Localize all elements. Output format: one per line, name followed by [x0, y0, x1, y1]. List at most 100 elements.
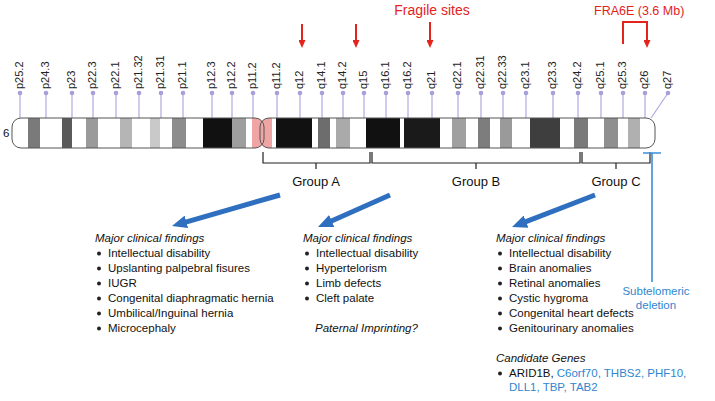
band-label: p23: [65, 71, 78, 89]
band: [28, 116, 40, 150]
finding-item: Cleft palate: [316, 291, 374, 305]
band-tick: [525, 93, 526, 118]
band-tick: [182, 93, 183, 118]
band: [500, 116, 512, 150]
band-tick-dot: [362, 91, 367, 96]
bullet-dot: [498, 372, 502, 376]
band-label: q22.31: [474, 55, 487, 89]
band-tick: [431, 93, 432, 118]
band: [336, 116, 350, 150]
band-label: p12.2: [225, 61, 238, 89]
band-tick: [321, 93, 322, 118]
band-tick: [92, 93, 93, 118]
fragile-site-arrow: [429, 22, 431, 42]
band-tick-dot: [320, 91, 325, 96]
band-tick-dot: [44, 91, 49, 96]
band: [120, 116, 132, 150]
band-label: p22.1: [109, 61, 122, 89]
band-label: q12: [293, 71, 306, 89]
finding-item: Congenital diaphragmatic hernia: [108, 291, 274, 305]
band-tick: [363, 93, 364, 118]
note-italic: Paternal Imprinting?: [315, 321, 418, 335]
fragile-site-arrow: [301, 24, 303, 42]
band-tick-dot: [406, 91, 411, 96]
chromosome-number: 6: [3, 126, 9, 140]
bullet-dot: [97, 327, 101, 331]
bullet-dot: [498, 312, 502, 316]
finding-item: IUGR: [108, 276, 137, 290]
band-label: p21.1: [176, 61, 189, 89]
bullet-dot: [498, 297, 502, 301]
band-label: q23.3: [546, 61, 559, 89]
band-label: q16.2: [401, 61, 414, 89]
bullet-dot: [498, 267, 502, 271]
band-label: q25.1: [594, 61, 607, 89]
band: [530, 116, 560, 150]
band-label: q23.1: [519, 61, 532, 89]
band-tick-dot: [181, 91, 186, 96]
bullet-dot: [97, 297, 101, 301]
band-label: p21.31: [154, 55, 167, 89]
bullet-dot: [97, 312, 101, 316]
bullet-dot: [97, 252, 101, 256]
band-tick: [299, 93, 300, 118]
band: [232, 116, 246, 150]
band-tick: [577, 93, 578, 118]
group-label: Group B: [452, 174, 500, 189]
finding-item: Intellectual disability: [509, 246, 611, 260]
band-tick-dot: [210, 91, 215, 96]
band-tick: [644, 93, 645, 118]
finding-item: Brain anomalies: [509, 261, 591, 275]
band-tick-dot: [666, 91, 671, 96]
band: [203, 116, 232, 150]
finding-item: Umbilical/Inguinal hernia: [108, 306, 233, 320]
band-tick-dot: [159, 91, 164, 96]
chromosome-outline: [12, 118, 264, 148]
band: [172, 116, 186, 150]
band: [150, 116, 160, 150]
band: [574, 116, 588, 150]
group-label: Group A: [292, 174, 340, 189]
group-label: Group C: [591, 174, 640, 189]
band-tick-dot: [230, 91, 235, 96]
finding-item: Congenital heart defects: [509, 306, 634, 320]
fragile-site-bracket: [623, 22, 647, 44]
band-tick-dot: [621, 91, 626, 96]
band-tick-dot: [599, 91, 604, 96]
group-arrow: [180, 195, 280, 224]
finding-item: Cystic hygroma: [509, 291, 588, 305]
band-tick-dot: [137, 91, 142, 96]
band-tick: [552, 93, 553, 118]
band-tick: [385, 93, 386, 118]
bullet-dot: [498, 282, 502, 286]
band: [478, 116, 490, 150]
band-tick-dot: [643, 91, 648, 96]
band-label: q11.2: [270, 62, 283, 89]
bullet-dot: [498, 252, 502, 256]
band-tick: [457, 93, 458, 118]
band-tick-dot: [91, 91, 96, 96]
band-tick: [276, 93, 277, 118]
band-label: q14.1: [315, 61, 328, 89]
band: [62, 116, 72, 150]
band-tick-dot: [298, 91, 303, 96]
finding-item: Upslanting palpebral fisures: [108, 261, 250, 275]
chromosome-bands: [10, 116, 660, 150]
band-tick: [502, 93, 503, 118]
gene-name: ARID1B,: [509, 367, 554, 379]
finding-item: Genitourinary anomalies: [509, 321, 634, 335]
band: [366, 116, 400, 150]
bullet-dot: [97, 282, 101, 286]
band-tick: [138, 93, 139, 118]
band-tick-dot: [479, 91, 484, 96]
band-ticks: [18, 91, 671, 118]
band-label: p11.2: [246, 62, 259, 89]
band-tick: [160, 93, 161, 118]
band-label: p21.32: [132, 55, 145, 89]
finding-item: Limb defects: [316, 276, 381, 290]
band-tick-dot: [18, 91, 23, 96]
band-tick: [19, 93, 20, 118]
band-label: q25.3: [616, 61, 629, 89]
bullet-dot: [305, 297, 309, 301]
